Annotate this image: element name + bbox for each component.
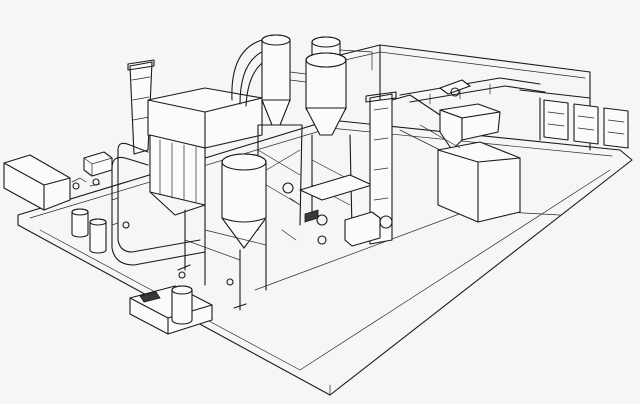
support-frame (257, 124, 373, 231)
window-bank (543, 99, 629, 149)
conical-silo (177, 153, 267, 311)
small-storage-tanks (59, 151, 113, 254)
fittings (122, 197, 327, 286)
bag-filter-house (147, 87, 263, 216)
chimney-stack (127, 59, 155, 155)
twin-cyclones (231, 34, 373, 136)
main-duct (111, 142, 206, 266)
hopper-station (399, 103, 521, 223)
elevator-tower (344, 91, 441, 247)
left-tank-base (3, 154, 71, 211)
pump-skid (129, 285, 213, 335)
conveyor-gantry (399, 77, 546, 105)
